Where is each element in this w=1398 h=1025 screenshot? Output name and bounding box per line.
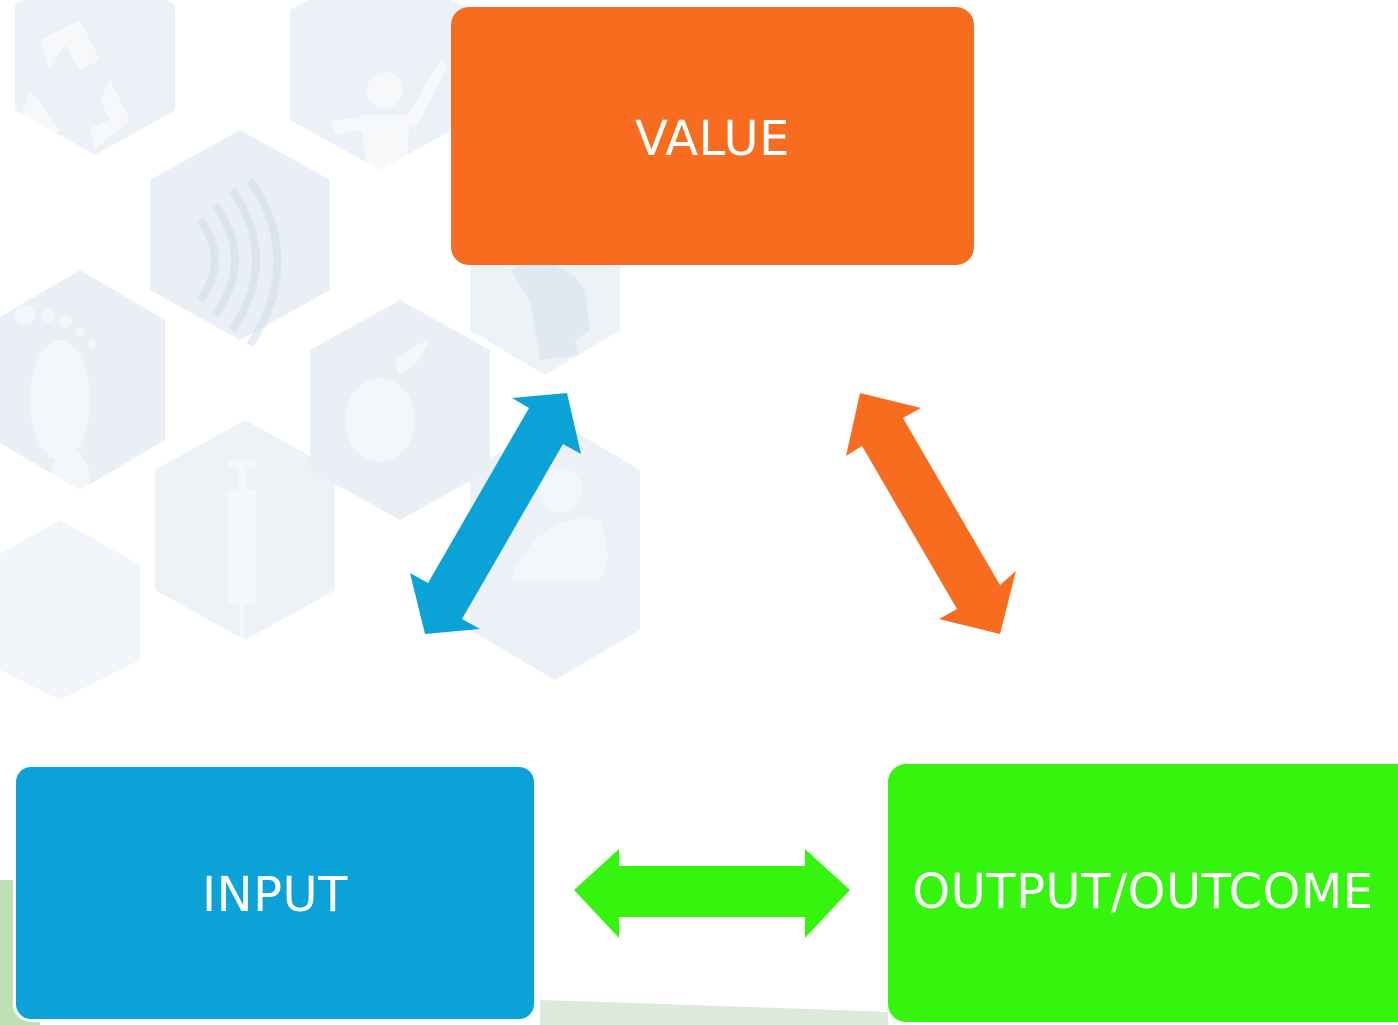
syringe-icon [227,460,257,675]
value-node: VALUE [451,7,974,265]
decorative-swoosh [540,1000,888,1025]
footprint-icon [15,305,96,510]
value-output-arrow [846,393,1016,634]
input-output-arrow [574,849,850,938]
sound-waves-icon [196,177,282,348]
output-outcome-node: OUTPUT/OUTCOME [888,764,1398,1022]
input-value-arrow [410,393,581,634]
apple-icon [345,340,430,462]
recycle-icon [20,20,130,150]
head-profile-icon [510,263,590,360]
value-label: VALUE [635,111,790,167]
patient-icon [510,468,608,580]
output-outcome-label: OUTPUT/OUTCOME [912,864,1374,920]
person-raising-hand-icon [330,60,448,190]
input-node: INPUT [13,764,537,1022]
input-label: INPUT [202,867,348,923]
